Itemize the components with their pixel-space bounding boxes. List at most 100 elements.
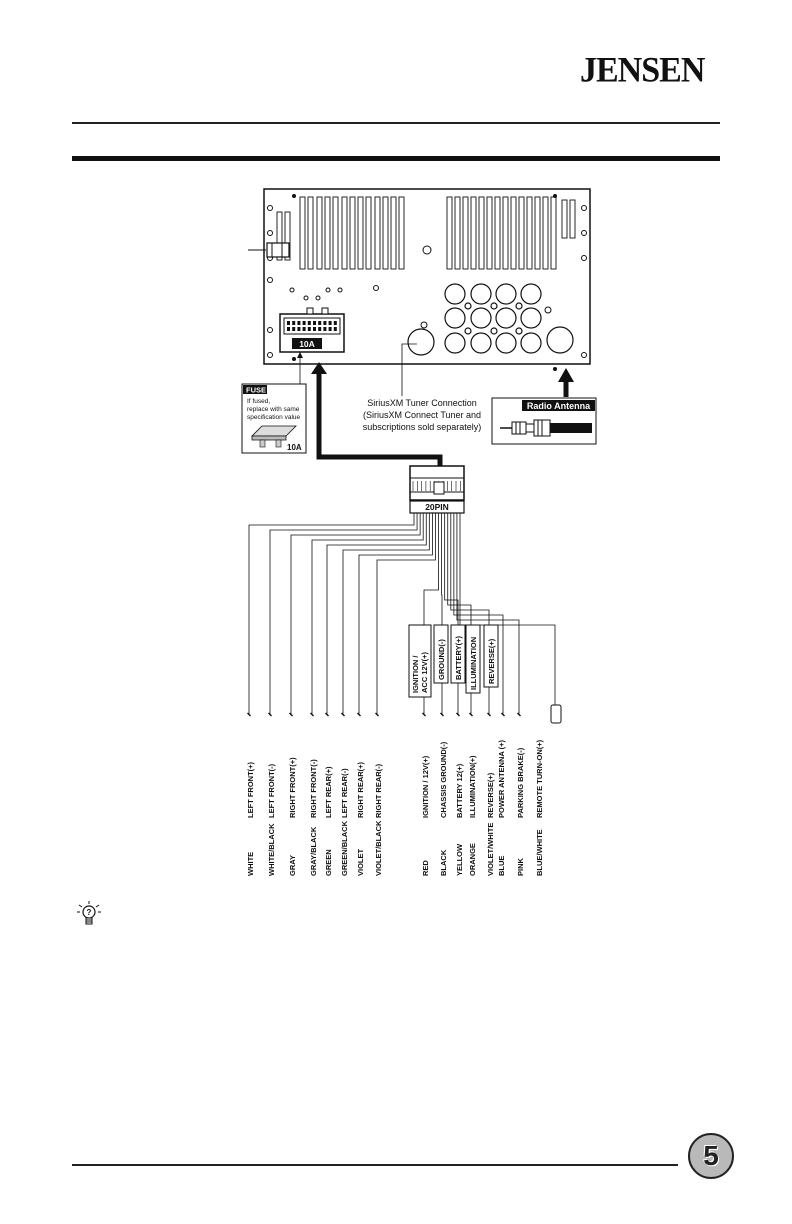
wire-end (469, 712, 473, 717)
wire-color-label: BLUE/WHITE (535, 829, 544, 876)
connector-pin (302, 321, 306, 325)
wire (456, 513, 520, 715)
vent-slot (299, 196, 306, 270)
vent-slot (446, 196, 453, 270)
wire-end (422, 712, 426, 717)
wire-color-label: GREEN/BLACK (340, 820, 349, 876)
rca-port (495, 332, 517, 354)
wire (444, 513, 459, 715)
port-screw (464, 327, 472, 335)
antenna-plug-icon (500, 419, 592, 437)
vent-slot (365, 196, 372, 270)
wire-end (325, 712, 329, 717)
vent-slot (569, 199, 576, 239)
vent-slot (390, 196, 397, 270)
wire-function-label: RIGHT REAR(-) (374, 763, 383, 818)
wire-function-label: POWER ANTENNA (+) (497, 740, 506, 818)
vent-slot (542, 196, 549, 270)
wire-color-label: BLACK (439, 849, 448, 876)
rca-port (470, 307, 492, 329)
fuse-note-box: FUSE If fused, replace with same specifi… (241, 383, 307, 454)
wire (326, 513, 427, 715)
wire (248, 513, 415, 715)
wire (342, 513, 430, 715)
blade-fuse-icon (251, 425, 297, 448)
wire-end (456, 712, 460, 717)
fuse-note-line-1: If fused, (247, 398, 270, 405)
radio-antenna-label: Radio Antenna (527, 401, 591, 411)
vent-slot (502, 196, 509, 270)
group-label-acc: ACC 12V(+) (420, 651, 429, 693)
wire (311, 513, 424, 715)
wire (290, 513, 421, 715)
vent-slot (494, 196, 501, 270)
connector-pin (292, 321, 296, 325)
connector-fuse-rating: 10A (299, 339, 315, 349)
wire-function-label: LEFT FRONT(+) (246, 761, 255, 818)
power-group-labels: IGNITION / ACC 12V(+) GROUND(-) BATTERY(… (408, 624, 499, 698)
wire-function-label: REMOTE TURN-ON(+) (535, 739, 544, 818)
rca-port (520, 307, 542, 329)
footer-rule (72, 1164, 678, 1166)
vent-slot (534, 196, 541, 270)
vent-slot (470, 196, 477, 270)
wire-color-label: ORANGE (468, 843, 477, 876)
vent-slot (478, 196, 485, 270)
connector-pin (287, 327, 290, 331)
vent-slot (349, 196, 356, 270)
group-label-illumination: ILLUMINATION (469, 637, 478, 690)
wire-end (440, 712, 444, 717)
fuse-note-line-2: replace with same (247, 406, 300, 413)
wire-function-label: LEFT REAR(-) (340, 768, 349, 818)
vent-slot (518, 196, 525, 270)
wire (453, 513, 504, 715)
connector-pin (333, 321, 337, 325)
vent-slot (454, 196, 461, 270)
wire-function-label: RIGHT REAR(+) (356, 761, 365, 818)
siriusxm-note-line-1: SiriusXM Tuner Connection (367, 398, 477, 408)
vent-slot (284, 211, 291, 261)
connector-pin (313, 327, 316, 331)
siriusxm-note-line-2: (SiriusXM Connect Tuner and (363, 410, 481, 420)
rca-port (444, 283, 466, 305)
connector-pin (328, 327, 332, 331)
wire-end (289, 712, 293, 717)
connector-pin (297, 321, 301, 325)
wire-color-label: RED (421, 860, 430, 876)
port-screw (490, 327, 498, 335)
group-label-ignition: IGNITION / (411, 655, 420, 693)
group-label-reverse: REVERSE(+) (487, 638, 496, 684)
connector-pin (313, 321, 316, 325)
group-label-ground: GROUND(-) (437, 639, 446, 680)
wire-function-label: RIGHT FRONT(-) (309, 759, 318, 818)
radio-antenna-box: Radio Antenna (491, 397, 597, 445)
wire-end (268, 712, 272, 717)
connector-pin (323, 327, 327, 331)
wire-function-label: BATTERY 12(+) (455, 763, 464, 818)
vent-slot (382, 196, 389, 270)
vent-slot (332, 196, 339, 270)
wire-end (341, 712, 345, 717)
connector-pin (302, 327, 306, 331)
vent-slot (510, 196, 517, 270)
siriusxm-note-line-3: subscriptions sold separately) (363, 422, 482, 432)
wire-color-label: WHITE/BLACK (267, 823, 276, 876)
wire-end (310, 712, 314, 717)
rca-port (520, 332, 542, 354)
jensen-logo: JENSEN (580, 51, 705, 90)
connector-pin (307, 327, 311, 331)
rca-port (470, 332, 492, 354)
wire-function-label: ILLUMINATION(+) (468, 755, 477, 818)
fuse-note-rating: 10A (287, 443, 302, 452)
vent-slot (526, 196, 533, 270)
wire-color-label: GRAY (288, 855, 297, 876)
left-vent-slots (276, 196, 405, 270)
rca-port (495, 307, 517, 329)
main-connector: 10A (279, 307, 345, 353)
wire-function-label: REVERSE(+) (486, 772, 495, 818)
rca-port (520, 283, 542, 305)
wire-color-label: VIOLET/WHITE (486, 823, 495, 876)
connector-pin (318, 327, 322, 331)
wire (459, 513, 556, 715)
